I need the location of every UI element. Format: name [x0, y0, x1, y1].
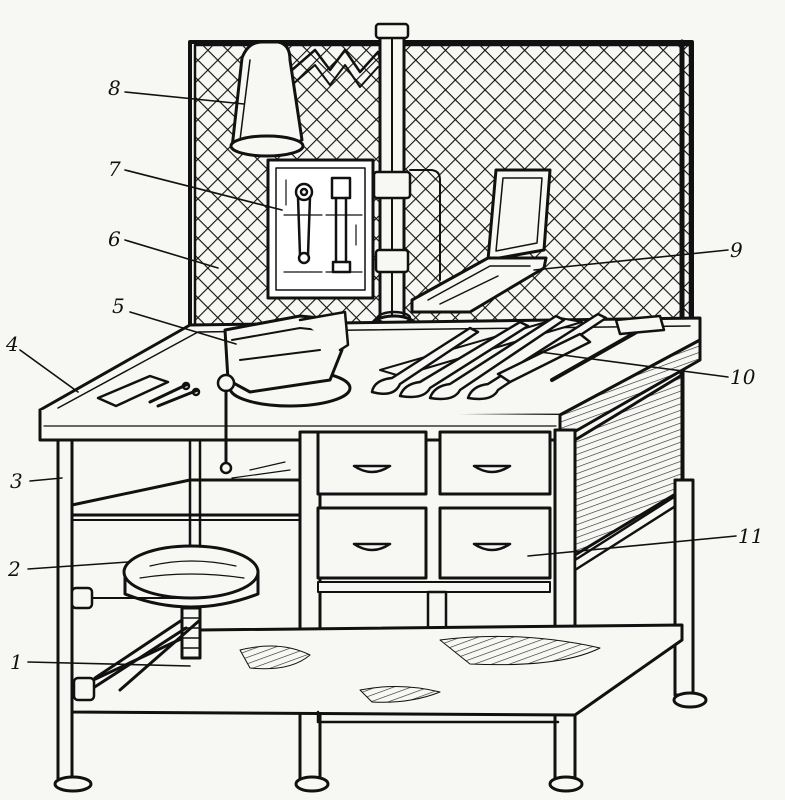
work-stool	[70, 544, 260, 702]
lamp-shade	[229, 40, 305, 158]
technical-poster	[266, 158, 375, 300]
bench-vise	[216, 310, 352, 475]
callout-7: 7	[108, 157, 121, 181]
workbench-top	[38, 316, 702, 442]
callout-2: 2	[7, 557, 21, 581]
file-set	[370, 312, 666, 401]
callout-8: 8	[108, 76, 121, 100]
callout-11: 11	[738, 524, 763, 548]
left-leg-frame	[53, 438, 302, 793]
callout-10: 10	[730, 365, 756, 389]
leader-lines	[19, 91, 737, 667]
callout-4: 4	[5, 332, 19, 356]
callout-5: 5	[112, 294, 125, 318]
callout-1: 1	[10, 650, 23, 674]
callout-6: 6	[108, 227, 121, 251]
small-tools-left	[96, 374, 201, 408]
bottom-shelf	[70, 623, 684, 724]
tool-case	[410, 168, 552, 314]
drawer-cabinet	[294, 428, 584, 793]
callout-labels: 1 2 3 4 5 6 7 8 9 10 11	[5, 76, 763, 674]
callout-3: 3	[10, 469, 23, 493]
callout-9: 9	[730, 238, 743, 262]
